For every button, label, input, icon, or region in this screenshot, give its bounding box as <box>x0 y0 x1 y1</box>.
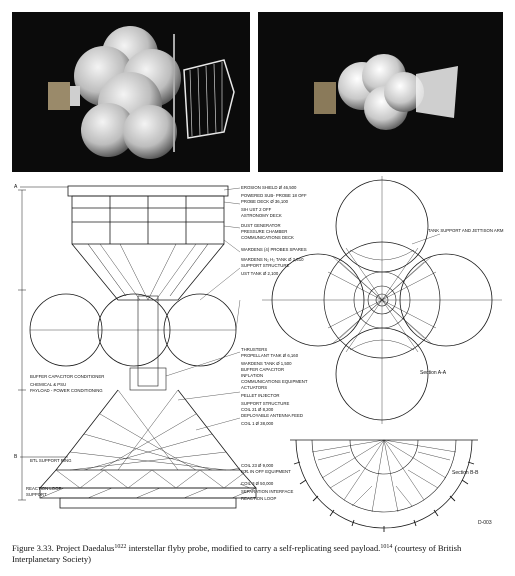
label-separation-interface: SEPARATION INTERFACE <box>241 489 293 494</box>
side-elevation <box>29 185 257 509</box>
label-reaction-loop-left: REACTION LOOP <box>26 486 61 491</box>
label-communications-equipment: COMMUNICATIONS EQUIPMENT <box>241 379 308 384</box>
caption-text-2: (courtesy of British Interplanetary Soci… <box>12 543 462 564</box>
label-coil-21: COIL 21 Ø 8,200 <box>241 407 274 412</box>
label-wardens-probes-spares: WARDENS (4) PROBES SPARES <box>241 247 307 252</box>
caption-project-name: Project Daedalus <box>55 543 115 553</box>
label-coil-1: COIL 1 Ø 38,000 <box>241 421 274 426</box>
label-probe-deck: PROBE DECK Ø 36,100 <box>241 199 289 204</box>
label-actuators: ACTUATORS <box>241 385 267 390</box>
drawing-number: D-003 <box>478 520 492 526</box>
label-pellet-injector: PELLET INJECTOR <box>241 393 280 398</box>
caption-ref-1: 1022 <box>114 544 127 550</box>
label-erosion-shield: EROSION SHIELD Ø 46,500 <box>241 185 297 190</box>
label-tank-support-jettison-arm: TANK SUPPORT AND JETTISON ARM <box>428 228 504 233</box>
side-elevation-labels: EROSION SHIELD Ø 46,500 POWERED SUB- PRO… <box>241 185 308 501</box>
label-ust-tank: UST TANK Ø 2,100 <box>241 271 279 276</box>
label-powered-sub-probe: POWERED SUB- PROBE 18 OFF <box>241 193 307 198</box>
photo-left-payload <box>48 82 70 110</box>
label-astronomy-deck: ASTRONOMY DECK <box>241 213 282 218</box>
label-inflation: INFLATION <box>241 373 263 378</box>
label-btl-equipment: BTL IN OFF EQUIPMENT <box>241 469 291 474</box>
label-deployable-antenna-feed: DEPLOYABLE ANTENNA FEED <box>241 413 303 418</box>
spacecraft-photo-left-art <box>48 26 235 159</box>
dimension-scale <box>18 189 26 501</box>
label-communications-deck: COMMUNICATIONS DECK <box>241 235 294 240</box>
caption-figure-number: Figure 3.33. <box>12 543 54 553</box>
section-a-a-view <box>262 176 502 424</box>
label-coil-3: COIL 3 Ø 50,000 <box>241 481 274 486</box>
label-thrusters: THRUSTERS <box>241 347 267 352</box>
label-section-b-b: Section B-B <box>452 470 479 476</box>
label-dust-generator: DUST GENERATOR <box>241 223 281 228</box>
section-marker-b: B <box>14 454 18 460</box>
label-pressure-chamber: PRESSURE CHAMBER <box>241 229 287 234</box>
spacecraft-photo-left <box>12 12 250 172</box>
label-propellant-tank: PROPELLANT TANK Ø 6,160 <box>241 353 299 358</box>
photo-right-nozzle <box>416 66 458 118</box>
photo-left-nozzle <box>183 59 235 139</box>
photo-right-payload <box>314 82 336 114</box>
label-buffer-capacitor-conditioner: BUFFER CAPACITOR CONDITIONER <box>30 374 104 379</box>
section-b-b-view <box>290 439 478 532</box>
photo-right-tanks <box>338 54 424 130</box>
label-reaction-loop: REACTION LOOP <box>241 496 276 501</box>
spacecraft-photo-right <box>258 12 503 172</box>
label-support-left: SUPPORT <box>26 492 47 497</box>
engineering-drawing: A B <box>14 176 504 532</box>
figure-caption: Figure 3.33. Project Daedalus1022 inters… <box>12 542 506 565</box>
label-wardens-tank-lower: WARDENS TANK Ø 1,500 <box>241 361 292 366</box>
label-buffer-capacitor: BUFFER CAPACITOR <box>241 367 284 372</box>
left-labels: BUFFER CAPACITOR CONDITIONER CHEMICAL & … <box>26 374 104 497</box>
label-section-a-a: Section A-A <box>420 370 447 376</box>
caption-text-1: interstellar flyby probe, modified to ca… <box>128 543 381 553</box>
label-payload-power-conditioning: PAYLOAD - POWER CONDITIONING <box>30 388 103 393</box>
label-support-structure-lower: SUPPORT STRUCTURE <box>241 401 289 406</box>
label-btl-support-ring: BTL SUPPORT RING <box>30 458 72 463</box>
label-coil-23: COIL 23 Ø 9,000 <box>241 463 274 468</box>
section-marker-a: A <box>14 184 18 190</box>
photo-left-tanks <box>74 26 181 159</box>
caption-ref-2: 1014 <box>380 544 393 550</box>
label-chemical-psu: CHEMICAL & PSU <box>30 382 66 387</box>
label-wardens-tank: WARDENS N₂ H₂ TANK Ø 2,510 <box>241 257 304 262</box>
spacecraft-photo-right-art <box>314 54 458 130</box>
label-support-structure-upper: SUPPORT STRUCTURE <box>241 263 289 268</box>
label-sih-ust: SIH UST 2 OFF <box>241 207 272 212</box>
